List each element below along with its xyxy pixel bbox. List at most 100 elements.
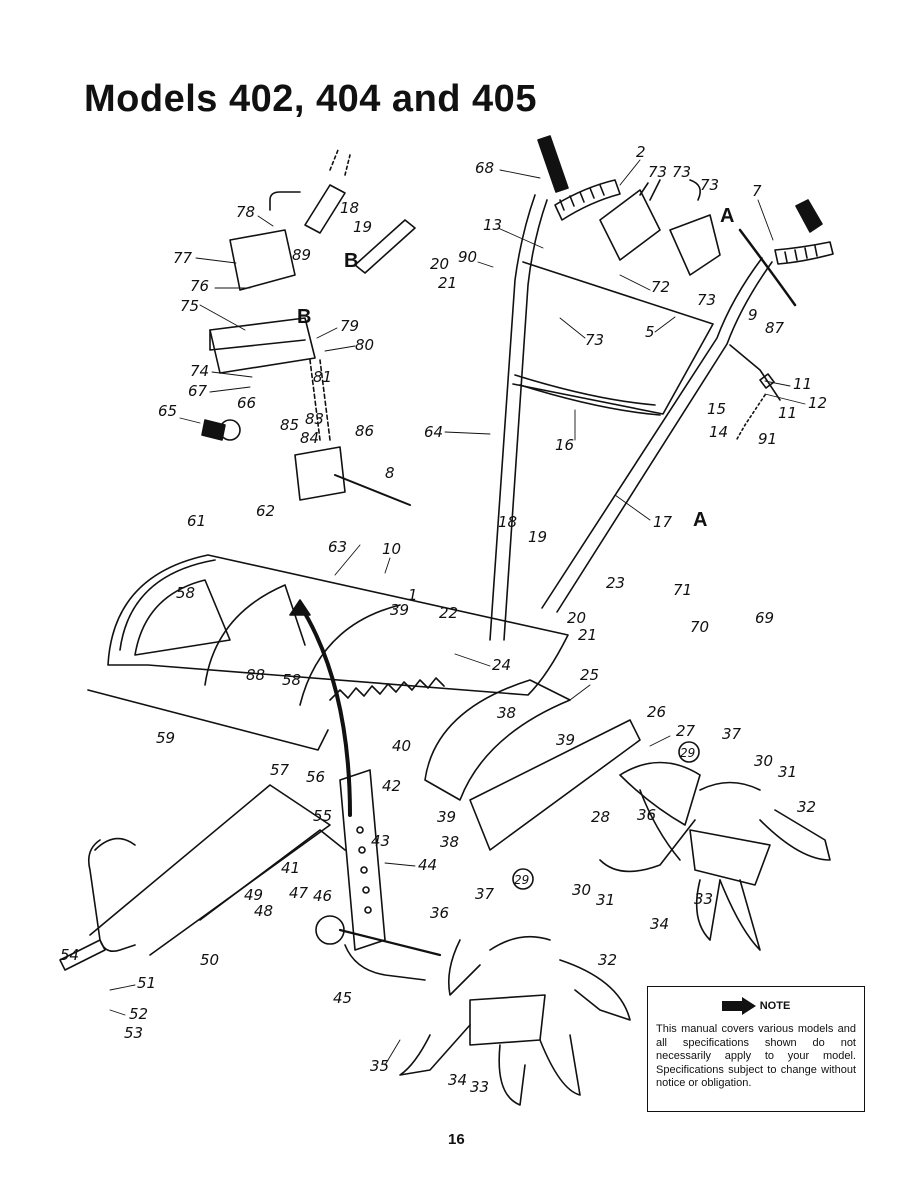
callout-37: 37	[722, 725, 742, 743]
callout-17: 17	[653, 513, 673, 531]
callout-44: 44	[418, 856, 437, 874]
callout-43: 43	[371, 832, 390, 850]
page-title: Models 402, 404 and 405	[84, 78, 537, 120]
frame-assembly	[59, 784, 346, 971]
callout-30: 30	[754, 752, 773, 770]
callout-1: 1	[408, 586, 418, 604]
callout-32: 32	[598, 951, 617, 969]
callout-46: 46	[313, 887, 332, 905]
callout-32: 32	[797, 798, 816, 816]
callout-42: 42	[382, 777, 401, 795]
callout-11: 11	[778, 404, 797, 422]
callout-9: 9	[748, 306, 758, 324]
callout-21: 21	[438, 274, 457, 292]
callout-27: 27	[676, 722, 696, 740]
callout-77: 77	[173, 249, 193, 267]
callout-10: 10	[382, 540, 401, 558]
callout-31: 31	[596, 891, 615, 909]
callout-18: 18	[498, 513, 517, 531]
callout-55: 55	[313, 807, 332, 825]
callout-5: 5	[645, 323, 655, 341]
callout-54: 54	[60, 946, 79, 964]
callout-67: 67	[188, 382, 208, 400]
callout-45: 45	[333, 989, 352, 1007]
arrow-right-icon	[721, 997, 756, 1015]
callout-62: 62	[256, 502, 275, 520]
tine-assembly-front	[399, 935, 631, 1106]
callout-35: 35	[370, 1057, 389, 1075]
note-box: NOTE This manual covers various models a…	[647, 986, 865, 1112]
callout-86: 86	[355, 422, 374, 440]
callout-88: 88	[246, 666, 265, 684]
callout-15: 15	[707, 400, 726, 418]
callout-58: 58	[176, 584, 195, 602]
callout-69: 69	[755, 609, 774, 627]
callout-80: 80	[355, 336, 374, 354]
callout-38: 38	[440, 833, 459, 851]
lever-assembly	[599, 179, 721, 276]
callout-70: 70	[690, 618, 709, 636]
callout-75: 75	[180, 297, 199, 315]
callout-91: 91	[758, 430, 777, 448]
callout-19: 19	[353, 218, 372, 236]
callout-51: 51	[137, 974, 156, 992]
callout-85: 85	[280, 416, 299, 434]
callout-39: 39	[556, 731, 575, 749]
depth-bar	[339, 769, 386, 951]
callout-8: 8	[385, 464, 395, 482]
callout-14: 14	[709, 423, 728, 441]
callout-38: 38	[497, 704, 516, 722]
handle-tube-left	[489, 194, 548, 641]
callout-90: 90	[458, 248, 477, 266]
callout-63: 63	[328, 538, 347, 556]
callout-39: 39	[437, 808, 456, 826]
handle-tube-right	[541, 257, 773, 613]
callout-26: 26	[647, 703, 666, 721]
callout-73: 73	[585, 331, 604, 349]
callout-81: 81	[313, 368, 332, 386]
callout-56: 56	[306, 768, 325, 786]
circled-callout-29: 29	[678, 741, 700, 763]
callout-25: 25	[580, 666, 599, 684]
callout-39: 39	[390, 601, 409, 619]
handle-grip-right	[774, 199, 834, 265]
callout-83: 83	[305, 410, 324, 428]
callout-22: 22	[439, 604, 458, 622]
callout-73: 73	[697, 291, 716, 309]
tine-assembly-rear	[599, 761, 831, 951]
callout-23: 23	[606, 574, 625, 592]
callout-68: 68	[475, 159, 494, 177]
tine-shield-blade	[329, 677, 445, 701]
callout-74: 74	[190, 362, 209, 380]
handle-panel	[512, 261, 714, 416]
tine-shaft	[315, 915, 442, 981]
callout-58: 58	[282, 671, 301, 689]
detail-letter-B: B	[344, 250, 358, 272]
callout-48: 48	[254, 902, 273, 920]
callout-7: 7	[752, 182, 762, 200]
callout-76: 76	[190, 277, 209, 295]
callout-50: 50	[200, 951, 219, 969]
depth-arrow	[289, 599, 352, 817]
callout-24: 24	[492, 656, 511, 674]
handle-grip-left	[537, 135, 621, 221]
callout-21: 21	[578, 626, 597, 644]
callout-66: 66	[237, 394, 256, 412]
svg-text:29: 29	[680, 746, 695, 760]
callout-53: 53	[124, 1024, 143, 1042]
callout-37: 37	[475, 885, 495, 903]
circled-callout-29: 29	[512, 868, 534, 890]
callout-65: 65	[158, 402, 177, 420]
callout-33: 33	[694, 890, 713, 908]
callout-36: 36	[430, 904, 449, 922]
note-text: This manual covers various models and al…	[656, 1023, 856, 1089]
callout-36: 36	[637, 806, 656, 824]
callout-79: 79	[340, 317, 359, 335]
callout-16: 16	[555, 436, 574, 454]
page-number: 16	[448, 1131, 465, 1148]
callout-11: 11	[793, 375, 812, 393]
detail-letter-A: A	[693, 509, 707, 531]
note-heading: NOTE	[656, 997, 856, 1015]
callout-52: 52	[129, 1005, 148, 1023]
